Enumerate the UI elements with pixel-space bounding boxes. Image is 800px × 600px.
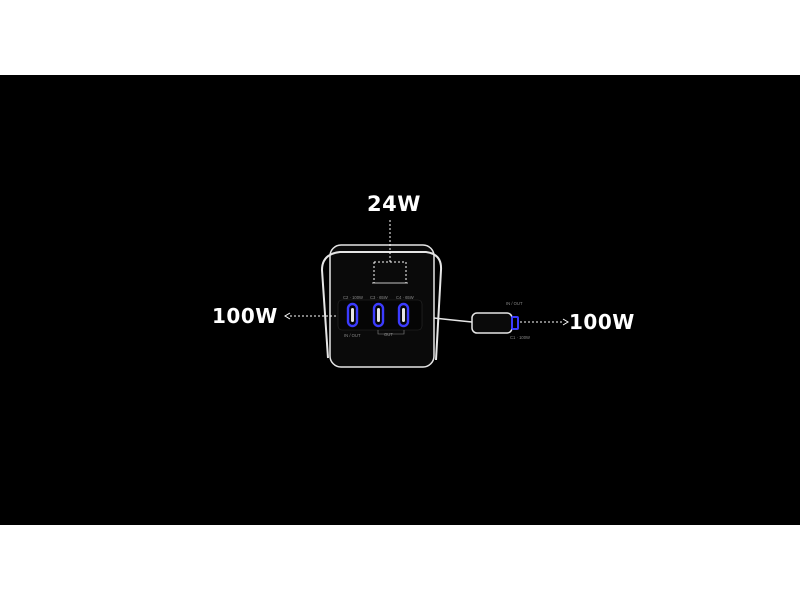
cable-tip (511, 316, 519, 330)
top-bracket (373, 220, 407, 283)
right-arrow-head (562, 318, 569, 326)
port-label-c2: C2 · 100W (343, 295, 364, 300)
port-label-c3: C3 · 65W (370, 295, 388, 300)
left-arrow-head (284, 312, 291, 320)
port-label-in-out: IN / OUT (344, 333, 361, 338)
port-c4 (397, 302, 410, 328)
port-c2 (346, 302, 359, 328)
cable-connector (471, 312, 513, 334)
out-bracket (377, 330, 405, 335)
power-label-top: 24W (367, 192, 421, 216)
power-label-right: 100W (569, 310, 635, 334)
port-c3 (372, 302, 385, 328)
power-label-left: 100W (212, 304, 278, 328)
charger-strap (320, 251, 443, 361)
cable-label-in-out: IN / OUT (506, 301, 523, 306)
cable (433, 317, 473, 323)
port-label-out: OUT (384, 332, 393, 337)
port-label-c4: C4 · 65W (396, 295, 414, 300)
cable-label-c1: C1 · 100W (510, 335, 531, 340)
